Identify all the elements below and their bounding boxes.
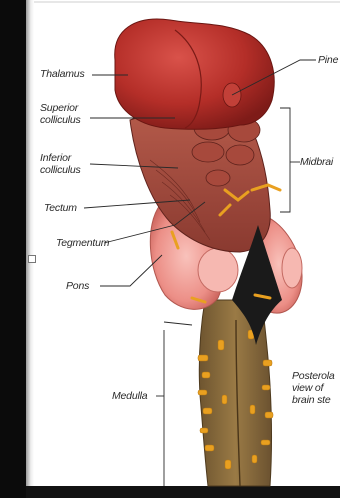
label-pons: Pons [66,280,89,292]
caption-line2: view of [292,382,335,394]
caption-line1: Posterola [292,370,335,382]
cerebellar-peduncle-right [282,248,302,288]
label-superior-colliculus: Superior colliculus [40,102,81,126]
caption-view: Posterola view of brain ste [292,370,335,406]
thalamus-shape [115,19,274,129]
label-inferior-colliculus-line1: Inferior [40,152,81,164]
label-tegmentum: Tegmentum [56,237,109,249]
label-pineal: Pine [318,54,338,66]
label-tectum: Tectum [44,202,77,214]
cerebellar-peduncle-left [198,248,238,292]
label-medulla: Medulla [112,390,147,402]
label-midbrain: Midbrai [300,156,333,168]
label-superior-colliculus-line2: colliculus [40,114,81,126]
label-inferior-colliculus-line2: colliculus [40,164,81,176]
label-inferior-colliculus: Inferior colliculus [40,152,81,176]
label-superior-colliculus-line1: Superior [40,102,81,114]
caption-line3: brain ste [292,394,335,406]
label-thalamus: Thalamus [40,68,85,80]
